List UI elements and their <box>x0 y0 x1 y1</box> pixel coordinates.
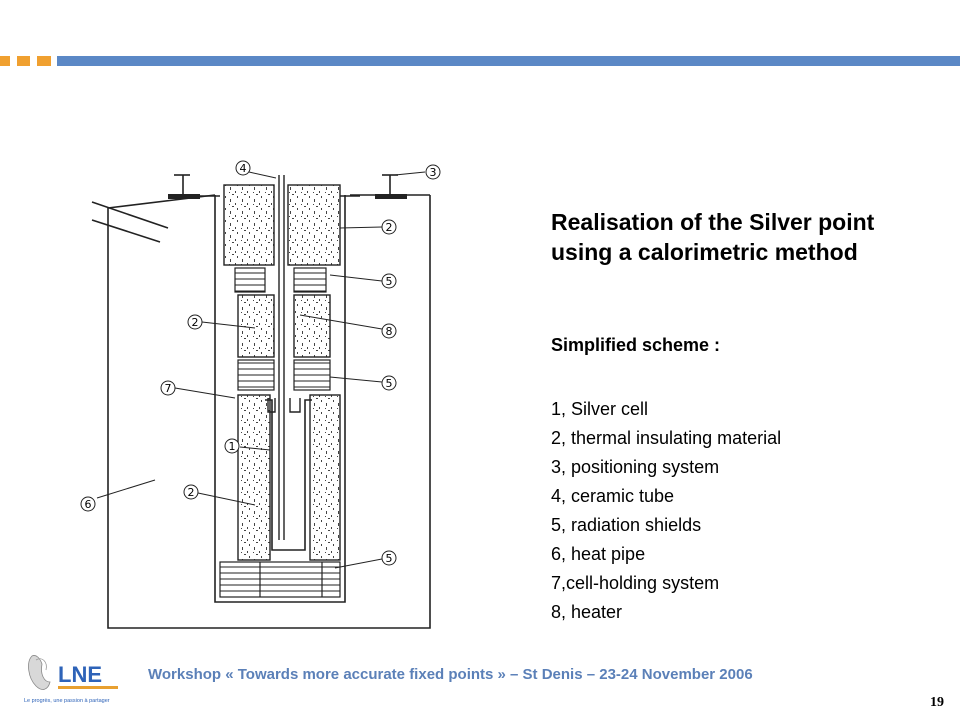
label-5-low: 5 <box>381 550 397 566</box>
lne-logo: LNE Le progrès, une passion à partager <box>24 655 118 704</box>
label-7: 7 <box>160 380 176 396</box>
svg-text:7: 7 <box>165 382 172 395</box>
label-5-top: 5 <box>381 273 397 289</box>
legend-list: 1, Silver cell 2, thermal insulating mat… <box>551 395 781 627</box>
svg-text:2: 2 <box>386 221 393 234</box>
label-2-low: 2 <box>183 484 199 500</box>
svg-text:2: 2 <box>192 316 199 329</box>
accent-square <box>0 56 10 66</box>
svg-text:6: 6 <box>85 498 92 511</box>
label-8: 8 <box>381 323 397 339</box>
legend-item: 7,cell-holding system <box>551 573 720 593</box>
slide-title: Realisation of the Silver point using a … <box>551 209 875 265</box>
legend-item: 4, ceramic tube <box>551 486 675 506</box>
svg-text:5: 5 <box>386 275 393 288</box>
label-5-mid: 5 <box>381 375 397 391</box>
page-number: 19 <box>930 695 944 710</box>
svg-text:1: 1 <box>229 440 236 453</box>
accent-square <box>17 56 30 66</box>
svg-text:3: 3 <box>430 166 437 179</box>
logo-text: LNE <box>58 662 102 687</box>
label-1: 1 <box>224 438 240 454</box>
logo-tagline: Le progrès, une passion à partager <box>24 698 110 704</box>
label-2-mid: 2 <box>187 314 203 330</box>
legend-item: 6, heat pipe <box>551 544 646 564</box>
label-6: 6 <box>80 496 96 512</box>
legend-item: 8, heater <box>551 602 623 622</box>
svg-text:5: 5 <box>386 552 393 565</box>
accent-square <box>37 56 51 66</box>
header-blue-bar <box>57 56 960 66</box>
header-bar <box>0 56 960 66</box>
svg-text:8: 8 <box>386 325 393 338</box>
svg-text:5: 5 <box>386 377 393 390</box>
svg-text:2: 2 <box>188 486 195 499</box>
legend-item: 1, Silver cell <box>551 399 649 419</box>
svg-text:4: 4 <box>240 162 247 175</box>
legend-item: 2, thermal insulating material <box>551 428 782 448</box>
legend-item: 5, radiation shields <box>551 515 702 535</box>
footer-text: Workshop « Towards more accurate fixed p… <box>148 666 753 683</box>
label-4: 4 <box>235 160 251 176</box>
schematic-diagram: 4 3 2 5 2 8 7 5 1 6 2 5 <box>80 160 441 629</box>
label-2-top: 2 <box>381 219 397 235</box>
legend-item: 3, positioning system <box>551 457 720 477</box>
slide-subtitle: Simplified scheme : <box>551 335 721 355</box>
label-3: 3 <box>425 164 441 180</box>
